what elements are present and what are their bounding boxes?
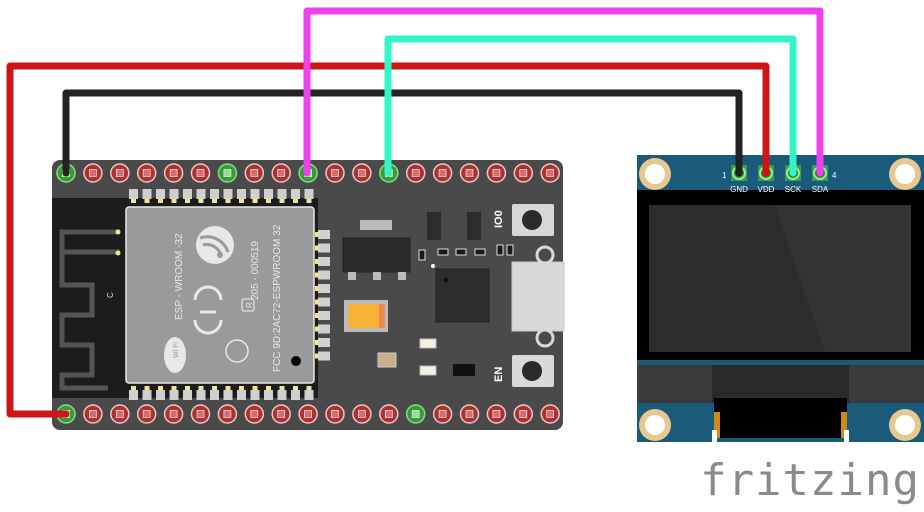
header-pin[interactable] xyxy=(405,163,426,183)
ground-cert-icon xyxy=(225,339,249,363)
header-pin[interactable] xyxy=(271,404,291,424)
antenna-label: C xyxy=(106,292,115,298)
header-pin[interactable] xyxy=(190,404,211,424)
wire-sda[interactable] xyxy=(303,7,824,177)
header-pin[interactable] xyxy=(163,163,184,183)
header-pin[interactable] xyxy=(379,404,399,424)
voltage-regulator xyxy=(342,237,411,273)
en-button[interactable] xyxy=(512,355,554,387)
module-pads-right xyxy=(315,230,330,361)
oled-pin-label-vdd: VDD xyxy=(758,185,775,194)
header-pin[interactable] xyxy=(136,404,157,424)
esp32-board: C ESP - WROOM -32 205 - 000519 FCC 9D:2A… xyxy=(52,160,565,430)
header-pin[interactable] xyxy=(271,163,291,183)
header-pin[interactable] xyxy=(83,404,103,424)
header-pin[interactable] xyxy=(244,404,265,424)
module-text-3: FCC 9D:2AC72-ESPWROOM 32 xyxy=(272,224,283,372)
header-pin[interactable] xyxy=(110,163,130,183)
boot-button[interactable] xyxy=(512,204,554,236)
header-pin[interactable] xyxy=(459,163,480,183)
header-pin[interactable] xyxy=(513,163,534,183)
fritzing-logo: fritzing xyxy=(700,455,920,506)
r-mark-text: R xyxy=(245,302,254,308)
espressif-logo-icon xyxy=(196,226,234,264)
header-pin[interactable] xyxy=(190,163,211,183)
header-pin[interactable] xyxy=(432,163,453,183)
module-text-1: ESP - WROOM -32 xyxy=(174,233,185,320)
header-pin[interactable] xyxy=(459,404,480,424)
en-button-label: EN xyxy=(493,367,505,382)
header-pin[interactable] xyxy=(540,404,560,424)
ribbon-cable xyxy=(714,398,847,438)
header-pin[interactable] xyxy=(325,163,345,183)
wifi-logo-icon: Wi Fi xyxy=(164,337,186,373)
header-pin[interactable] xyxy=(244,163,265,183)
oled-pin-num-4: 4 xyxy=(832,171,837,180)
module-pads-bottom xyxy=(129,386,314,400)
boot-button-label: IO0 xyxy=(493,210,505,228)
led-power xyxy=(419,338,437,349)
header-pin[interactable] xyxy=(83,163,103,183)
header-pin[interactable] xyxy=(486,404,507,424)
header-pins-bottom xyxy=(56,404,560,424)
oled-pin-label-sck: SCK xyxy=(785,185,802,194)
r-mark-icon xyxy=(241,298,255,312)
header-pin[interactable] xyxy=(136,163,157,183)
header-pin[interactable] xyxy=(217,163,238,183)
header-pin[interactable] xyxy=(217,404,238,424)
wifi-text: Wi Fi xyxy=(173,342,180,358)
module-pads-top xyxy=(129,189,314,203)
wire-sck[interactable] xyxy=(384,35,797,177)
wire-gnd[interactable] xyxy=(62,89,743,177)
usb-uart-chip xyxy=(435,268,490,323)
ce-mark-icon xyxy=(193,285,223,335)
header-pin[interactable] xyxy=(486,163,507,183)
diode xyxy=(453,364,475,376)
oled-display: 1 4 GND VDD SCK SDA xyxy=(637,155,924,442)
wire-vdd[interactable] xyxy=(6,62,770,418)
header-pin[interactable] xyxy=(513,404,534,424)
led-status xyxy=(419,365,437,376)
header-pin[interactable] xyxy=(405,404,426,424)
header-pin[interactable] xyxy=(432,404,453,424)
oled-pin-label-gnd: GND xyxy=(730,185,748,194)
header-pin[interactable] xyxy=(298,404,318,424)
header-pin[interactable] xyxy=(325,404,345,424)
oled-pin-num-1: 1 xyxy=(722,171,727,180)
micro-usb-port[interactable] xyxy=(511,261,565,332)
header-pin[interactable] xyxy=(110,404,130,424)
header-pin[interactable] xyxy=(540,163,560,183)
pcb-antenna xyxy=(59,229,120,391)
header-pin[interactable] xyxy=(352,163,372,183)
header-pin[interactable] xyxy=(352,404,372,424)
header-pin[interactable] xyxy=(163,404,184,424)
oled-pin-label-sda: SDA xyxy=(812,185,829,194)
module-text-2: 205 - 000519 xyxy=(250,241,261,300)
